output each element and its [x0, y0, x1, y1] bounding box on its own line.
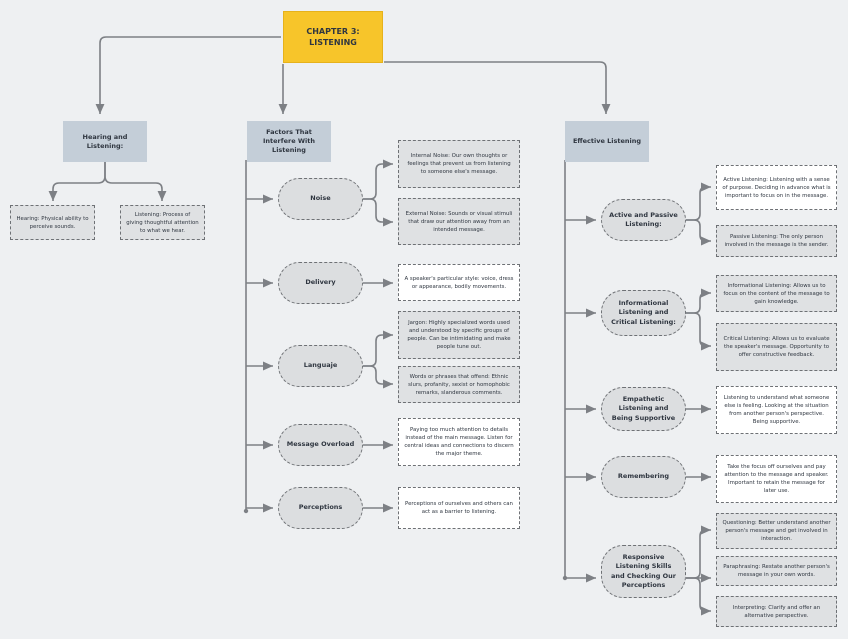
chapter-title-line1: CHAPTER 3:: [306, 27, 360, 36]
factor-languaje-node[interactable]: Languaje: [278, 345, 363, 387]
message-overload-text: Paying too much attention to details ins…: [404, 427, 514, 457]
offensive-words-text: Words or phrases that offend: Ethnic slu…: [408, 373, 510, 396]
critical-listening-text: Critical Listening: Allows us to evaluat…: [723, 336, 830, 358]
active-passive-label: Active and Passive Listening:: [609, 210, 678, 229]
informational-listening-text: Informational Listening: Allows us to fo…: [723, 282, 830, 305]
informational-critical-node[interactable]: Informational Listening and Critical Lis…: [601, 290, 686, 336]
paraphrasing-text: Paraphrasing: Restate another person's m…: [723, 564, 830, 578]
chapter-title-line2: LISTENING: [309, 38, 357, 47]
chapter-title[interactable]: CHAPTER 3: LISTENING: [283, 11, 383, 63]
perceptions-text: Perceptions of ourselves and others can …: [405, 501, 513, 515]
delivery-text: A speaker's particular style: voice, dre…: [404, 275, 514, 290]
responsive-listening-label: Responsive Listening Skills and Checking…: [610, 552, 677, 590]
informational-critical-label: Informational Listening and Critical Lis…: [611, 298, 676, 326]
critical-listening-note[interactable]: Critical Listening: Allows us to evaluat…: [716, 323, 837, 371]
passive-listening-note[interactable]: Passive Listening: The only person invol…: [716, 225, 837, 257]
factor-message-overload-node[interactable]: Message Overload: [278, 424, 363, 466]
empathetic-text: Listening to understand what someone els…: [723, 395, 830, 425]
empathetic-node[interactable]: Empathetic Listening and Being Supportiv…: [601, 387, 686, 431]
factor-languaje-label: Languaje: [303, 361, 338, 370]
paraphrasing-note[interactable]: Paraphrasing: Restate another person's m…: [716, 556, 837, 586]
remembering-note[interactable]: Take the focus off ourselves and pay att…: [716, 455, 837, 503]
perceptions-note[interactable]: Perceptions of ourselves and others can …: [398, 487, 520, 529]
active-listening-note[interactable]: Active Listening: Listening with a sense…: [716, 165, 837, 210]
factor-message-overload-label: Message Overload: [286, 440, 355, 449]
interpreting-text: Interpreting: Clarify and offer an alter…: [732, 604, 821, 619]
factor-delivery-label: Delivery: [305, 278, 336, 287]
factor-perceptions-node[interactable]: Perceptions: [278, 487, 363, 529]
jargon-text: Jargon: Highly specialized words used an…: [407, 320, 511, 350]
factor-noise-node[interactable]: Noise: [278, 178, 363, 220]
responsive-listening-node[interactable]: Responsive Listening Skills and Checking…: [601, 545, 686, 598]
effective-listening-node[interactable]: Effective Listening: [565, 121, 649, 162]
interpreting-note[interactable]: Interpreting: Clarify and offer an alter…: [716, 596, 837, 627]
offensive-words-note[interactable]: Words or phrases that offend: Ethnic slu…: [398, 366, 520, 403]
factors-node[interactable]: Factors That Interfere With Listening: [247, 121, 331, 162]
remembering-text: Take the focus off ourselves and pay att…: [724, 464, 829, 494]
external-noise-note[interactable]: External Noise: Sounds or visual stimuli…: [398, 198, 520, 245]
empathetic-label: Empathetic Listening and Being Supportiv…: [611, 394, 676, 422]
hearing-definition-text: Hearing: Physical ability to perceive so…: [16, 215, 89, 230]
internal-noise-note[interactable]: Internal Noise: Our own thoughts or feel…: [398, 140, 520, 188]
hearing-and-listening-label: Hearing and Listening:: [82, 132, 128, 150]
message-overload-note[interactable]: Paying too much attention to details ins…: [398, 418, 520, 466]
delivery-note[interactable]: A speaker's particular style: voice, dre…: [398, 264, 520, 301]
active-passive-node[interactable]: Active and Passive Listening:: [601, 199, 686, 241]
active-listening-text: Active Listening: Listening with a sense…: [722, 176, 831, 199]
external-noise-text: External Noise: Sounds or visual stimuli…: [405, 210, 513, 233]
remembering-label: Remembering: [617, 472, 670, 481]
jargon-note[interactable]: Jargon: Highly specialized words used an…: [398, 311, 520, 359]
listening-definition-text: Listening: Process of giving thoughtful …: [126, 211, 199, 234]
informational-listening-note[interactable]: Informational Listening: Allows us to fo…: [716, 275, 837, 312]
listening-definition-note[interactable]: Listening: Process of giving thoughtful …: [120, 205, 205, 240]
factor-delivery-node[interactable]: Delivery: [278, 262, 363, 304]
factors-label: Factors That Interfere With Listening: [262, 128, 315, 154]
hearing-and-listening-node[interactable]: Hearing and Listening:: [63, 121, 147, 162]
internal-noise-text: Internal Noise: Our own thoughts or feel…: [407, 153, 511, 175]
factor-noise-label: Noise: [310, 194, 331, 203]
effective-listening-label: Effective Listening: [572, 137, 642, 145]
hearing-definition-note[interactable]: Hearing: Physical ability to perceive so…: [10, 205, 95, 240]
empathetic-note[interactable]: Listening to understand what someone els…: [716, 386, 837, 434]
questioning-text: Questioning: Better understand another p…: [722, 520, 831, 542]
factor-perceptions-label: Perceptions: [298, 503, 343, 512]
passive-listening-text: Passive Listening: The only person invol…: [724, 234, 829, 248]
questioning-note[interactable]: Questioning: Better understand another p…: [716, 513, 837, 549]
remembering-node[interactable]: Remembering: [601, 456, 686, 498]
